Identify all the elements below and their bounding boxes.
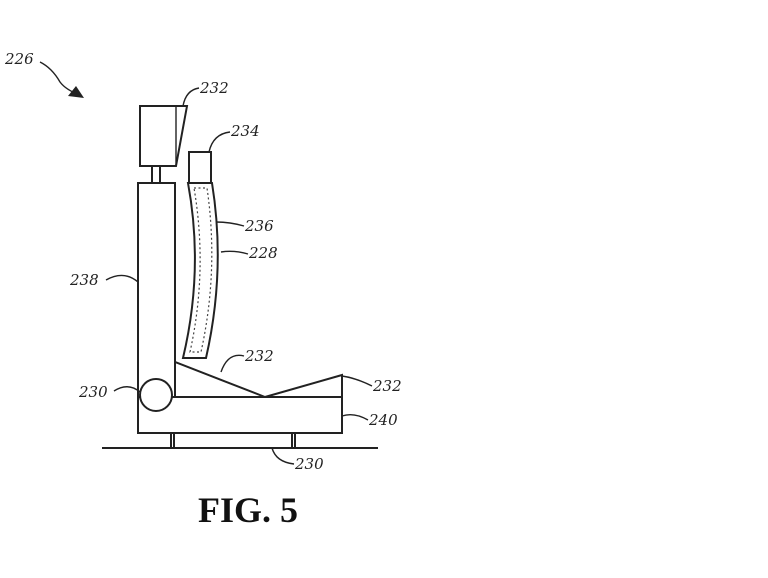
seat-wedge-left bbox=[175, 362, 265, 397]
leader-232-mid bbox=[221, 355, 244, 372]
leader-230-bottom bbox=[272, 448, 294, 464]
ref-226: 226 bbox=[4, 50, 34, 68]
ref-230-bottom: 230 bbox=[294, 455, 324, 473]
roller-circle bbox=[140, 379, 172, 411]
leader-232-top bbox=[183, 88, 199, 106]
headrest-post bbox=[152, 166, 160, 183]
ref-228: 228 bbox=[248, 244, 278, 262]
leader-240 bbox=[342, 415, 368, 420]
ref-232-top: 232 bbox=[199, 79, 229, 97]
leader-226-arrowhead bbox=[68, 86, 84, 98]
ref-238: 238 bbox=[69, 271, 99, 289]
ref-230-left: 230 bbox=[78, 383, 108, 401]
seat-wedge-right bbox=[265, 375, 342, 397]
ref-232-mid: 232 bbox=[244, 347, 274, 365]
leader-234 bbox=[209, 132, 230, 152]
panel-top-block bbox=[189, 152, 211, 183]
backrest-frame bbox=[138, 183, 175, 397]
ref-236: 236 bbox=[244, 217, 274, 235]
leader-230-left bbox=[114, 387, 140, 392]
ref-234: 234 bbox=[230, 122, 260, 140]
headrest-block bbox=[140, 106, 187, 166]
support-foot-left bbox=[171, 433, 174, 448]
support-foot-right bbox=[292, 433, 295, 448]
leader-236 bbox=[216, 222, 244, 226]
leader-238 bbox=[106, 275, 138, 282]
ref-232-right: 232 bbox=[372, 377, 402, 395]
leader-232-right bbox=[342, 376, 372, 386]
leader-228 bbox=[221, 251, 248, 254]
figure-caption: FIG. 5 bbox=[198, 490, 298, 530]
ref-240: 240 bbox=[368, 411, 398, 429]
